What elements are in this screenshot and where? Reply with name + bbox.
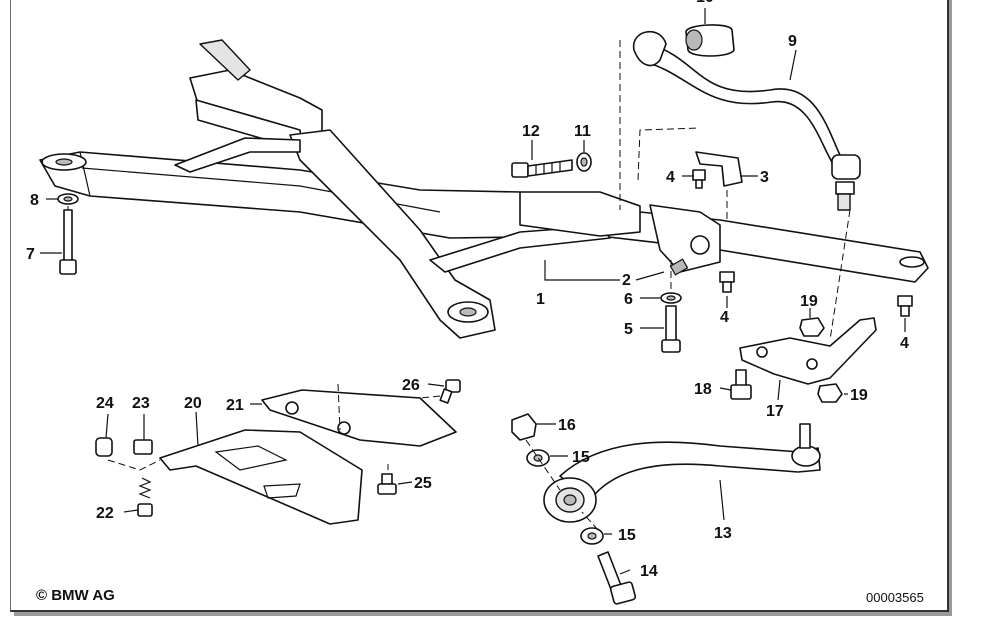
document-number: 00003565 bbox=[866, 590, 924, 605]
label-6: 6 bbox=[624, 291, 633, 308]
nut-part-19-b[interactable] bbox=[817, 383, 843, 403]
clip-part-24[interactable] bbox=[95, 437, 113, 457]
label-24: 24 bbox=[96, 395, 114, 412]
label-3: 3 bbox=[760, 169, 769, 186]
callout-labels: 1 2 3 4 4 4 5 6 7 8 9 10 11 12 13 14 15 … bbox=[26, 0, 909, 580]
bolt-part-4-c[interactable] bbox=[897, 295, 913, 317]
bolt-part-12[interactable] bbox=[511, 159, 573, 178]
label-10: 10 bbox=[696, 0, 714, 6]
label-15a: 15 bbox=[572, 449, 590, 466]
label-11: 11 bbox=[574, 123, 591, 140]
frame-shadow-right bbox=[948, 0, 952, 616]
label-12: 12 bbox=[522, 123, 540, 140]
shield-part-21[interactable] bbox=[261, 389, 457, 447]
nut-part-16[interactable] bbox=[511, 413, 537, 441]
label-19a: 19 bbox=[800, 293, 818, 310]
bracket-part-17[interactable] bbox=[739, 317, 877, 385]
washer-part-15-a[interactable] bbox=[526, 449, 550, 467]
label-17: 17 bbox=[766, 403, 784, 420]
label-9: 9 bbox=[788, 33, 797, 50]
label-14: 14 bbox=[640, 563, 658, 580]
copyright-text: © BMW AG bbox=[36, 587, 115, 604]
bolt-part-26[interactable] bbox=[439, 379, 461, 404]
washer-part-6[interactable] bbox=[660, 292, 682, 304]
leader-lines bbox=[40, 8, 906, 575]
label-4c: 4 bbox=[900, 335, 909, 352]
washer-part-11[interactable] bbox=[576, 152, 592, 172]
washer-part-15-b[interactable] bbox=[580, 527, 604, 545]
stabilizer-bar-part-9[interactable] bbox=[633, 30, 861, 211]
label-21: 21 bbox=[226, 397, 244, 414]
bolt-part-14[interactable] bbox=[597, 551, 637, 605]
bolt-part-18[interactable] bbox=[730, 369, 752, 400]
bolt-part-25[interactable] bbox=[377, 473, 397, 495]
assembly-lines bbox=[67, 40, 851, 531]
label-4a: 4 bbox=[666, 169, 675, 186]
label-7: 7 bbox=[26, 246, 35, 263]
label-4b: 4 bbox=[720, 309, 729, 326]
label-1: 1 bbox=[536, 291, 545, 308]
bolt-part-5[interactable] bbox=[661, 305, 681, 353]
label-13: 13 bbox=[714, 525, 732, 542]
rubber-mount-part-10[interactable] bbox=[685, 24, 735, 57]
label-23: 23 bbox=[132, 395, 150, 412]
label-2: 2 bbox=[622, 272, 631, 289]
label-25: 25 bbox=[414, 475, 432, 492]
bracket-part-3[interactable] bbox=[695, 151, 743, 187]
control-arm-part-13[interactable] bbox=[543, 423, 821, 523]
clip-part-23[interactable] bbox=[133, 439, 153, 455]
label-8: 8 bbox=[30, 192, 39, 209]
bolt-part-4-b[interactable] bbox=[719, 271, 735, 293]
label-5: 5 bbox=[624, 321, 633, 338]
bolt-part-4-a[interactable] bbox=[692, 169, 706, 189]
shield-part-20[interactable] bbox=[159, 429, 363, 525]
label-15b: 15 bbox=[618, 527, 636, 544]
bolt-part-7[interactable] bbox=[59, 209, 77, 275]
label-18: 18 bbox=[694, 381, 712, 398]
spring-nut-part-22[interactable] bbox=[137, 477, 153, 517]
frame-shadow-bottom bbox=[14, 612, 952, 616]
label-16: 16 bbox=[558, 417, 576, 434]
label-19b: 19 bbox=[850, 387, 868, 404]
label-26: 26 bbox=[402, 377, 420, 394]
subframe-part-1[interactable] bbox=[39, 39, 929, 339]
label-22: 22 bbox=[96, 505, 114, 522]
washer-part-8[interactable] bbox=[57, 193, 79, 205]
label-20: 20 bbox=[184, 395, 202, 412]
nut-part-19-a[interactable] bbox=[799, 317, 825, 337]
